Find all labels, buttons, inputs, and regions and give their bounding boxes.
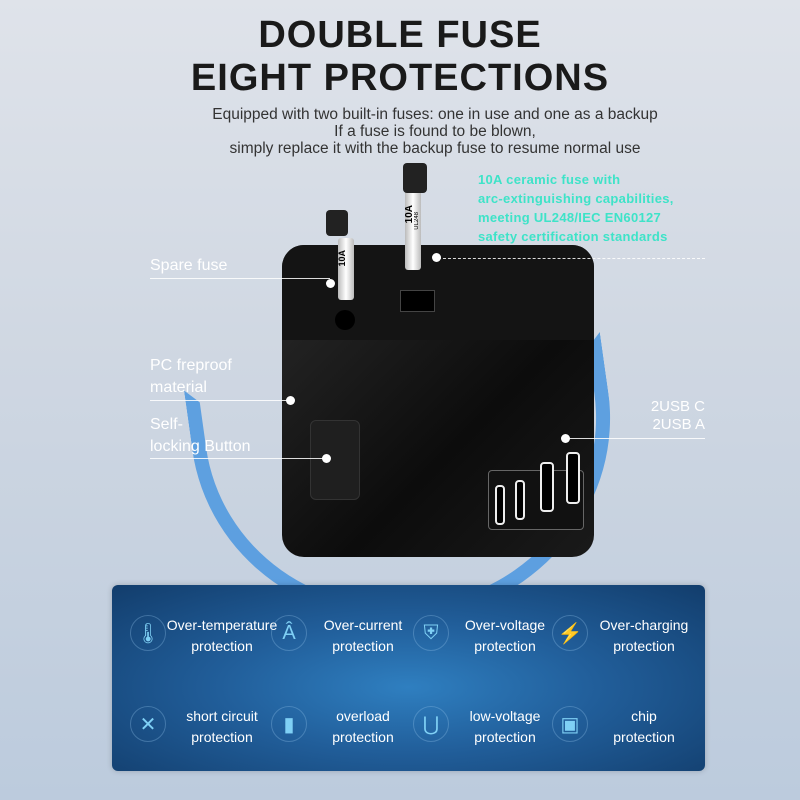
protection-label: overload protection: [307, 706, 419, 748]
protection-item: ✕ short circuit protection: [130, 698, 278, 748]
thermometer-icon: 🌡: [130, 615, 166, 651]
protection-subtitle: protection: [474, 729, 536, 745]
subtitle-2: If a fuse is found to be blown,: [334, 123, 536, 140]
callout-dot: [322, 454, 331, 463]
callout-dot: [432, 253, 441, 262]
usb-label: 2USB C 2USB A: [640, 398, 705, 434]
fuse-spec-text: 10A ceramic fuse with arc-extinguishing …: [478, 170, 674, 246]
battery-icon: ▮: [271, 706, 307, 742]
protection-subtitle: protection: [474, 638, 536, 654]
protection-label: Over-voltage protection: [449, 615, 561, 657]
protection-item: ⋃ low-voltage protection: [413, 698, 561, 748]
protection-title: chip: [631, 708, 657, 724]
socket: [400, 290, 435, 312]
callout-dot: [286, 396, 295, 405]
material-line: PC freproof: [150, 357, 232, 374]
protection-title: Over-voltage: [464, 617, 546, 633]
fuse-spec-line: arc-extinguishing capabilities,: [478, 191, 674, 206]
self-locking-button: [310, 420, 360, 500]
protection-item: ▣ chip protection: [552, 698, 700, 748]
protection-subtitle: protection: [332, 729, 394, 745]
usb-a-port: [566, 452, 580, 504]
active-fuse: [405, 190, 421, 270]
socket-hole: [335, 310, 355, 330]
callout-dot: [326, 279, 335, 288]
protection-subtitle: protection: [332, 638, 394, 654]
button-line: locking Button: [150, 438, 251, 455]
protection-subtitle: protection: [613, 729, 675, 745]
spare-fuse-label: Spare fuse: [150, 257, 228, 274]
usb-a-port: [540, 462, 554, 512]
usb-c-port: [515, 480, 525, 520]
ampere-icon: Â: [271, 615, 307, 651]
protection-label: short circuit protection: [166, 706, 278, 748]
protection-title: short circuit: [186, 708, 258, 724]
protection-title: Over-charging: [599, 617, 689, 633]
usb-line: 2USB A: [652, 416, 705, 433]
protection-title: low-voltage: [469, 708, 541, 724]
callout-dot: [561, 434, 570, 443]
usb-c-port: [495, 485, 505, 525]
material-label: PC freproof material: [150, 355, 232, 399]
chip-icon: ▣: [552, 706, 588, 742]
title-line-2: EIGHT PROTECTIONS: [190, 57, 610, 99]
protection-item: ▮ overload protection: [271, 698, 419, 748]
protection-item: ⛨ Over-voltage protection: [413, 607, 561, 657]
subtitle-3: simply replace it with the backup fuse t…: [229, 140, 641, 157]
title-line-1: DOUBLE FUSE: [258, 14, 542, 56]
callout-line: [438, 258, 705, 259]
protection-subtitle: protection: [191, 729, 253, 745]
fuse-spec-line: 10A ceramic fuse with: [478, 172, 621, 187]
x-icon: ✕: [130, 706, 166, 742]
material-line: material: [150, 379, 207, 396]
protection-item: 🌡 Over-temperature protection: [130, 607, 278, 657]
protection-subtitle: protection: [613, 638, 675, 654]
usb-line: 2USB C: [650, 398, 705, 415]
button-line: Self-: [150, 416, 183, 433]
protection-title: overload: [336, 708, 390, 724]
lightning-icon: ⚡: [552, 615, 588, 651]
magnet-x-icon: ⋃: [413, 706, 449, 742]
fuse-spec-line: safety certification standards: [478, 229, 668, 244]
protection-item: Â Over-current protection: [271, 607, 419, 657]
callout-line: [565, 438, 705, 439]
protection-label: chip protection: [588, 706, 700, 748]
subtitle-1: Equipped with two built-in fuses: one in…: [212, 106, 658, 123]
protection-item: ⚡ Over-charging protection: [552, 607, 700, 657]
shield-bolt-icon: ⛨: [413, 615, 449, 651]
fuse-cap: [326, 210, 348, 236]
protection-label: Over-current protection: [307, 615, 419, 657]
protection-title: Over-current: [323, 617, 403, 633]
fuse-cap: [403, 163, 427, 193]
callout-line: [150, 278, 330, 279]
callout-line: [150, 400, 290, 401]
fuse-marking: UL248: [414, 212, 420, 230]
spare-fuse: [338, 238, 354, 300]
button-label: Self- locking Button: [150, 414, 251, 458]
protection-label: Over-temperature protection: [166, 615, 278, 657]
fuse-label: 10A: [337, 250, 347, 267]
protection-subtitle: protection: [191, 638, 253, 654]
protection-title: Over-temperature: [166, 617, 278, 633]
protection-label: Over-charging protection: [588, 615, 700, 657]
protection-label: low-voltage protection: [449, 706, 561, 748]
fuse-spec-line: meeting UL248/IEC EN60127: [478, 210, 662, 225]
callout-line: [150, 458, 326, 459]
